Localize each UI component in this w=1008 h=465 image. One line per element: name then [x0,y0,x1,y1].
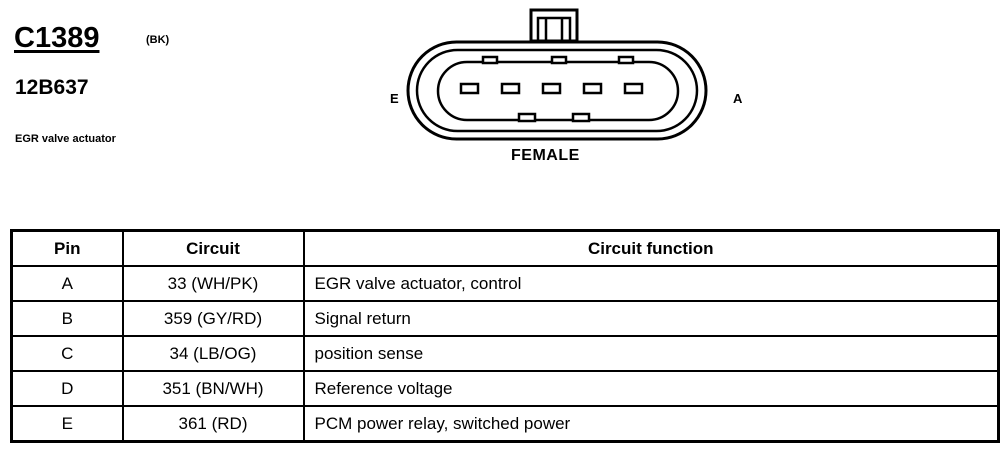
circuit-cell: 359 (GY/RD) [121,300,305,337]
circuit-cell: 351 (BN/WH) [121,370,305,407]
circuit-cell: 34 (LB/OG) [121,335,305,372]
terminal-cavity-a [623,82,644,95]
function-cell: position sense [302,335,1000,372]
part-number: 12B637 [15,76,89,99]
terminal-cavities [459,82,644,95]
color-code: (BK) [146,34,170,46]
connector-left-label: E [390,91,399,106]
connector-latch [529,8,579,43]
terminal-cavity-c [541,82,562,95]
connector-bottom-keys [517,112,591,123]
column-header-pin: Pin [10,229,124,267]
terminal-cavity-e [459,82,480,95]
connector-top-keys [481,55,635,65]
table-row: A 33 (WH/PK) EGR valve actuator, control [10,265,1000,302]
pin-cell: A [10,265,124,302]
table-row: B 359 (GY/RD) Signal return [10,300,1000,337]
table-row: E 361 (RD) PCM power relay, switched pow… [10,405,1000,443]
pinout-table: Pin Circuit Circuit function A 33 (WH/PK… [10,229,1000,443]
connector-gender-label: FEMALE [511,147,580,164]
pin-cell: E [10,405,124,443]
connector-right-label: A [733,91,743,106]
connector-face-diagram: E A [390,8,743,141]
connector-middle-shell [415,48,699,133]
table-header-row: Pin Circuit Circuit function [10,229,1000,267]
connector-id: C1389 [14,22,100,54]
pin-cell: D [10,370,124,407]
terminal-cavity-d [500,82,521,95]
function-cell: EGR valve actuator, control [302,265,1000,302]
pin-cell: B [10,300,124,337]
table-row: C 34 (LB/OG) position sense [10,335,1000,372]
circuit-cell: 33 (WH/PK) [121,265,305,302]
table-row: D 351 (BN/WH) Reference voltage [10,370,1000,407]
component-description: EGR valve actuator [15,133,116,145]
column-header-function: Circuit function [302,229,1000,267]
function-cell: Reference voltage [302,370,1000,407]
circuit-cell: 361 (RD) [121,405,305,443]
terminal-cavity-b [582,82,603,95]
column-header-circuit: Circuit [121,229,305,267]
function-cell: Signal return [302,300,1000,337]
pin-cell: C [10,335,124,372]
function-cell: PCM power relay, switched power [302,405,1000,443]
